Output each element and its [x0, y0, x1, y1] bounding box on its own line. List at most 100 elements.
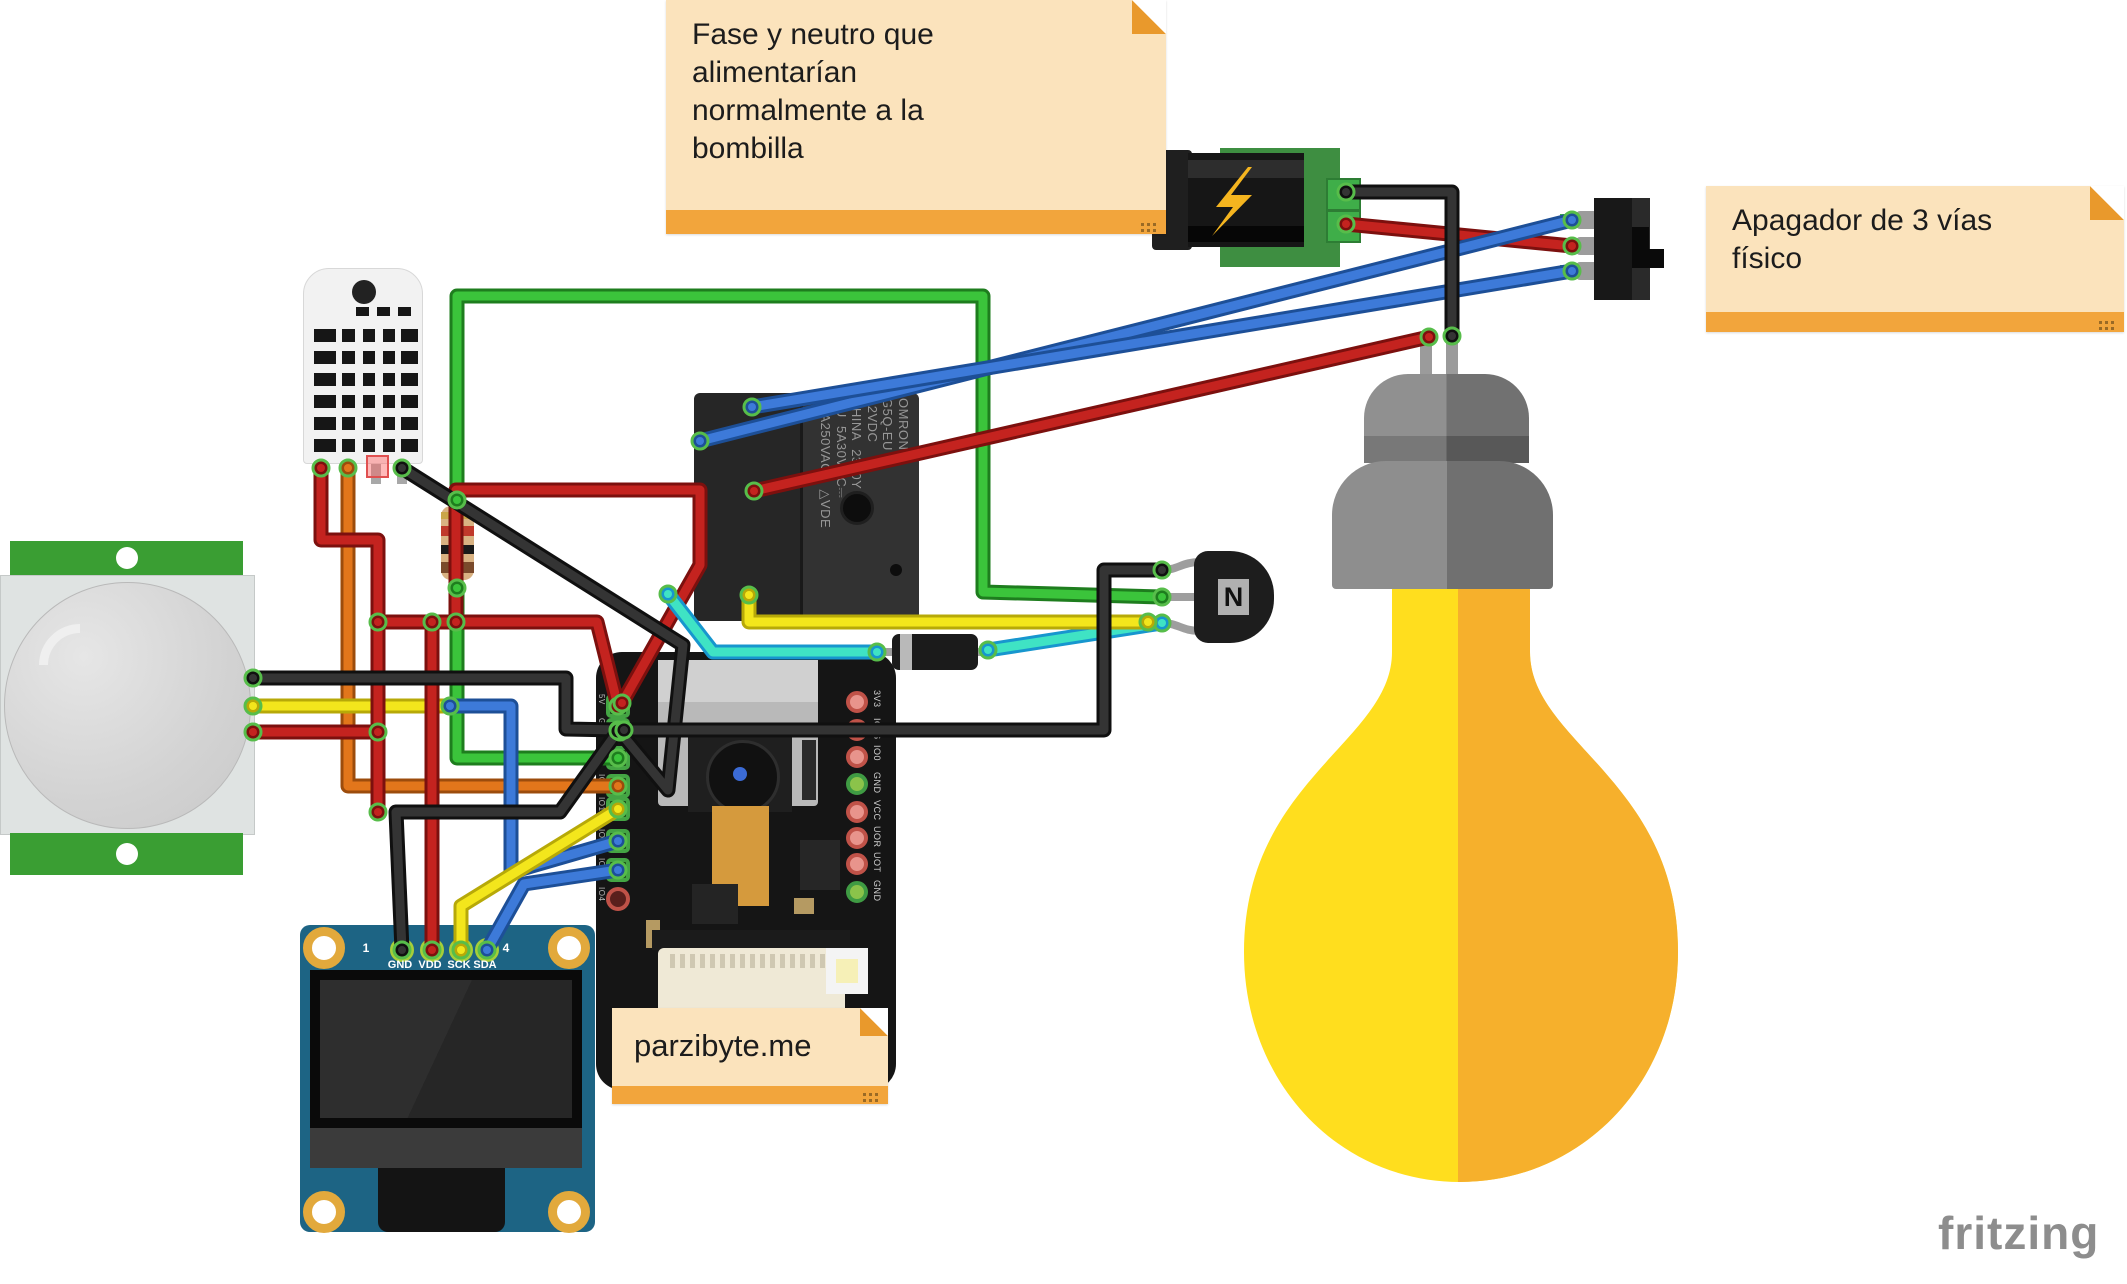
dht22-grid-cell [314, 395, 336, 408]
dht22-grid-cell [401, 373, 418, 386]
wire-endpoint [978, 640, 998, 660]
wire-red [373, 617, 623, 711]
wire-endpoint-core [1158, 619, 1166, 627]
dht22-grid-cell [401, 417, 418, 430]
dht22-grid [304, 269, 422, 463]
esp32-pin-label: IO16 [872, 718, 882, 740]
ffc-teeth [670, 954, 833, 968]
bulb-socket-band [1364, 436, 1529, 463]
camera-slot [802, 740, 816, 800]
wire-endpoint-core [1568, 267, 1576, 275]
oled-bottom-band [310, 1128, 582, 1168]
relay-model: G5Q-EU [880, 398, 896, 451]
dht22-grid-cell [383, 395, 395, 408]
wire-endpoint-core [1448, 332, 1456, 340]
wire-endpoint [440, 696, 460, 716]
note-apagador-text: Apagador de 3 vías físico [1732, 204, 1993, 276]
switch-pin-stub [1560, 214, 1578, 226]
esp32-pin-label: IO0 [872, 745, 882, 762]
wire-endpoint [1138, 612, 1158, 632]
wire-blue [442, 698, 626, 880]
note-grip-icon [2099, 321, 2102, 324]
oled-hole [303, 927, 345, 969]
diode-stripe [900, 634, 912, 670]
resistor-band-brown [441, 562, 474, 573]
dht22-grid-cell [314, 439, 336, 452]
esp32-pad-gnd [846, 881, 868, 903]
esp32-pad-vcc [846, 801, 868, 823]
dht22-grid-cell [401, 439, 418, 452]
esp32-pad-io2 [606, 858, 630, 882]
wire-endpoint [1152, 613, 1172, 633]
resistor-body [441, 506, 474, 580]
wire-cyan [983, 618, 1167, 655]
note-bar [612, 1086, 888, 1104]
wire-orange [340, 460, 626, 794]
smd-chip [692, 884, 738, 924]
dht22-grid-cell [342, 351, 355, 364]
esp32-pad-5v [606, 694, 630, 718]
wire-endpoint-core [374, 728, 382, 736]
oled-pin-label: SDA [473, 959, 497, 971]
relay-dimple [840, 491, 874, 525]
bulb-glass-shade [1458, 575, 1678, 1182]
dht22-grid-cell [363, 329, 375, 342]
switch-knob-step [1648, 249, 1664, 268]
wire-endpoint-core [428, 618, 436, 626]
bulb-prong-left [1420, 332, 1432, 378]
fritzing-watermark: fritzing [1938, 1207, 2100, 1259]
dht22-grid-cell [342, 373, 355, 386]
wire-endpoint [1442, 326, 1462, 346]
bulb-glass [1244, 575, 1678, 1182]
oled-hole [548, 1191, 590, 1233]
dht22-grid-cell [356, 307, 369, 316]
psu-terminal-bottom [1326, 210, 1361, 243]
dht22-grid-cell [377, 307, 390, 316]
esp32-pin-label: GND [597, 718, 606, 738]
dht22-grid-cell [398, 307, 411, 316]
white-led-center [836, 959, 858, 983]
dht22-grid-cell [383, 351, 395, 364]
dht22-grid-cell [401, 329, 418, 342]
wire-endpoint [1152, 587, 1172, 607]
esp32-pad-io16 [846, 719, 868, 741]
pir-tab-top [10, 541, 243, 576]
esp32-pin-label: IO15 [597, 797, 606, 817]
note-apagador: Apagador de 3 vías físico [1706, 186, 2124, 332]
dht22-body [303, 268, 423, 464]
dht22-grid-cell [363, 417, 375, 430]
resistor-band-red [441, 526, 474, 536]
dht22-grid-cell [342, 329, 355, 342]
wire-endpoint-core [398, 464, 406, 472]
esp32-pad-io13 [606, 774, 630, 798]
dht22-grid-cell [383, 417, 395, 430]
wire-endpoint-core [1158, 593, 1166, 601]
relay-dimple-small [890, 564, 902, 576]
esp32-pin-label: IO14 [597, 829, 606, 849]
esp32-pad-io12 [606, 746, 630, 770]
note-credit: parzibyte.me [612, 1008, 888, 1104]
wire-black [245, 670, 626, 738]
dht22-grid-cell [363, 351, 375, 364]
esp32-pin-label: IO4 [597, 887, 606, 902]
wire-black [391, 726, 623, 955]
wire-endpoint-core [446, 702, 454, 710]
esp32-pin-label: GND [872, 880, 882, 902]
wire-endpoint-core [984, 646, 992, 654]
wire-endpoint [368, 802, 388, 822]
esp32-pin-label: GND [872, 772, 882, 794]
white-led [826, 948, 868, 994]
dht22-grid-cell [363, 395, 375, 408]
psu-jack-bottom [1188, 226, 1304, 242]
oled-hole [548, 927, 590, 969]
wire-endpoint [422, 612, 442, 632]
wire-red [316, 463, 383, 817]
esp32-pin-label: 3V3 [872, 690, 882, 708]
oled-screen-bezel [310, 970, 582, 1128]
dht22-grid-cell [342, 395, 355, 408]
diode-body [892, 634, 978, 670]
oled-pin-label: GND [387, 959, 413, 971]
oled-pin-label: SCK [447, 959, 471, 971]
wire-orange [343, 463, 623, 791]
note-fold-cut [1132, 0, 1166, 34]
